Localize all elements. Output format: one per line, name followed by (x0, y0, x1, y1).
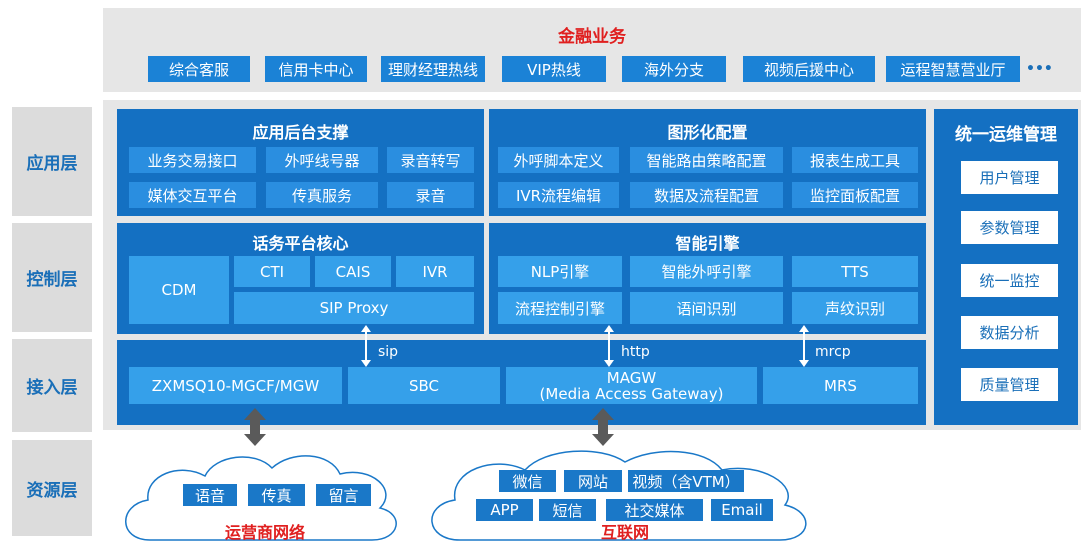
app-backend-item-transcribe: 录音转写 (387, 147, 474, 173)
layer-label-resource: 资源层 (12, 440, 92, 536)
graphic-item-data-flow: 数据及流程配置 (630, 182, 783, 208)
engine-item-voiceprint: 声纹识别 (792, 292, 918, 324)
engine-item-outbound: 智能外呼引擎 (630, 256, 783, 287)
engine-item-tts: TTS (792, 256, 918, 287)
layer-label-access: 接入层 (12, 339, 92, 432)
finance-business-title: 金融业务 (558, 27, 626, 47)
graphic-item-ivr-flow: IVR流程编辑 (498, 182, 619, 208)
internet-item-sms: 短信 (539, 499, 596, 521)
engine-item-nlp: NLP引擎 (498, 256, 622, 287)
internet-title: 互联网 (600, 523, 649, 542)
engine-item-flow-control: 流程控制引擎 (498, 292, 622, 324)
internet-item-app: APP (476, 499, 533, 521)
ops-item-param: 参数管理 (961, 211, 1058, 244)
graphic-item-script: 外呼脚本定义 (498, 147, 619, 173)
carrier-item-fax: 传真 (248, 484, 305, 506)
access-magw-name: MAGW (606, 368, 657, 387)
call-core-ivr: IVR (396, 256, 474, 287)
call-core-title: 话务平台核心 (252, 234, 349, 253)
finance-item-vip: VIP热线 (502, 56, 606, 82)
protocol-sip: sip (378, 344, 399, 360)
engine-title: 智能引擎 (675, 234, 740, 253)
carrier-item-message: 留言 (316, 484, 371, 506)
internet-item-website: 网站 (564, 470, 622, 492)
graphic-item-routing: 智能路由策略配置 (630, 147, 783, 173)
engine-item-speech-recognition: 语间识别 (630, 292, 783, 324)
finance-item-credit: 信用卡中心 (265, 56, 367, 82)
call-core-cais: CAIS (315, 256, 391, 287)
finance-item-wealth: 理财经理热线 (381, 56, 485, 82)
access-sbc: SBC (348, 367, 500, 404)
app-backend-item-record: 录音 (387, 182, 474, 208)
access-magw: MAGW (Media Access Gateway) (506, 367, 757, 404)
finance-item-smart-hall: 运程智慧营业厅 (886, 56, 1020, 82)
protocol-http: http (621, 344, 650, 360)
internet-item-wechat: 微信 (499, 470, 556, 492)
graphic-item-report: 报表生成工具 (792, 147, 918, 173)
finance-item-overseas: 海外分支 (622, 56, 726, 82)
app-backend-item-media: 媒体交互平台 (129, 182, 256, 208)
ops-item-monitor: 统一监控 (961, 264, 1058, 297)
call-core-cti: CTI (234, 256, 310, 287)
app-backend-item-trade-api: 业务交易接口 (129, 147, 256, 173)
more-icon: ••• (1026, 61, 1053, 77)
carrier-item-voice: 语音 (183, 484, 237, 506)
call-core-sip-proxy: SIP Proxy (234, 292, 474, 324)
app-backend-item-fax: 传真服务 (266, 182, 378, 208)
layer-label-application: 应用层 (12, 107, 92, 216)
app-backend-item-outbound-dialer: 外呼线号器 (266, 147, 378, 173)
access-mrs: MRS (763, 367, 918, 404)
access-magw-desc: (Media Access Gateway) (539, 384, 724, 403)
app-backend-title: 应用后台支撑 (252, 123, 349, 142)
protocol-mrcp: mrcp (815, 344, 851, 360)
call-core-cdm: CDM (129, 256, 229, 324)
internet-item-video: 视频（含VTM） (628, 470, 744, 492)
carrier-network-title: 运营商网络 (224, 523, 305, 542)
ops-item-analytics: 数据分析 (961, 316, 1058, 349)
ops-item-user: 用户管理 (961, 161, 1058, 194)
ops-item-quality: 质量管理 (961, 368, 1058, 401)
ops-title: 统一运维管理 (955, 125, 1057, 145)
internet-item-social: 社交媒体 (606, 499, 703, 521)
graphic-config-title: 图形化配置 (667, 123, 748, 142)
layer-label-control: 控制层 (12, 223, 92, 332)
graphic-item-monitor-panel: 监控面板配置 (792, 182, 918, 208)
access-mgcf: ZXMSQ10-MGCF/MGW (129, 367, 342, 404)
finance-item-service: 综合客服 (148, 56, 250, 82)
finance-item-video: 视频后援中心 (743, 56, 875, 82)
internet-item-email: Email (711, 499, 773, 521)
